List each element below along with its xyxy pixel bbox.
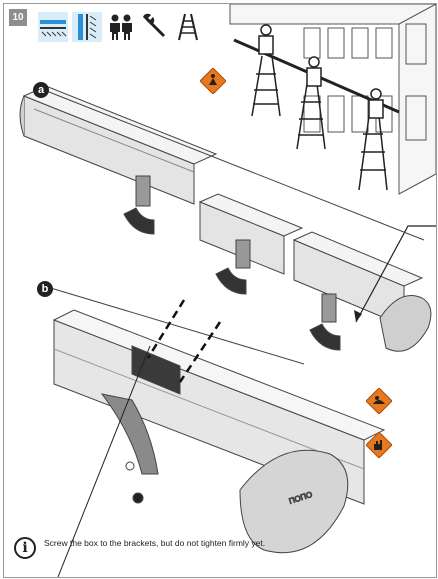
instruction-note: Screw the box to the brackets, but do no…	[44, 538, 266, 548]
leader-line	[355, 225, 436, 323]
marker-b: b	[37, 281, 53, 297]
cassette-detail-b: ΠΟΠΟ	[52, 309, 386, 554]
wrench-icon	[140, 12, 170, 42]
wall-profile-icon	[72, 12, 102, 42]
level-rail-icon	[38, 12, 68, 42]
cassette-box-middle	[198, 193, 304, 295]
info-icon: i	[14, 537, 36, 559]
guide-lines	[43, 89, 425, 365]
fall-hazard-warning-icon	[199, 67, 227, 95]
hand-crush-warning-icon	[365, 431, 393, 459]
pointer-line-b	[57, 345, 151, 577]
ladders-with-workers	[251, 24, 388, 191]
instruction-page: 10	[3, 3, 437, 578]
ladder-icon	[174, 12, 204, 42]
marker-a: a	[33, 82, 49, 98]
cassette-box-a	[19, 85, 218, 235]
cassette-box-end	[292, 231, 432, 352]
injury-warning-icon	[365, 387, 393, 415]
installation-illustration: ΠΟΠΟ	[19, 4, 436, 577]
step-number: 10	[9, 9, 27, 26]
two-persons-icon	[106, 12, 136, 42]
screw-guide-lines	[146, 299, 222, 383]
